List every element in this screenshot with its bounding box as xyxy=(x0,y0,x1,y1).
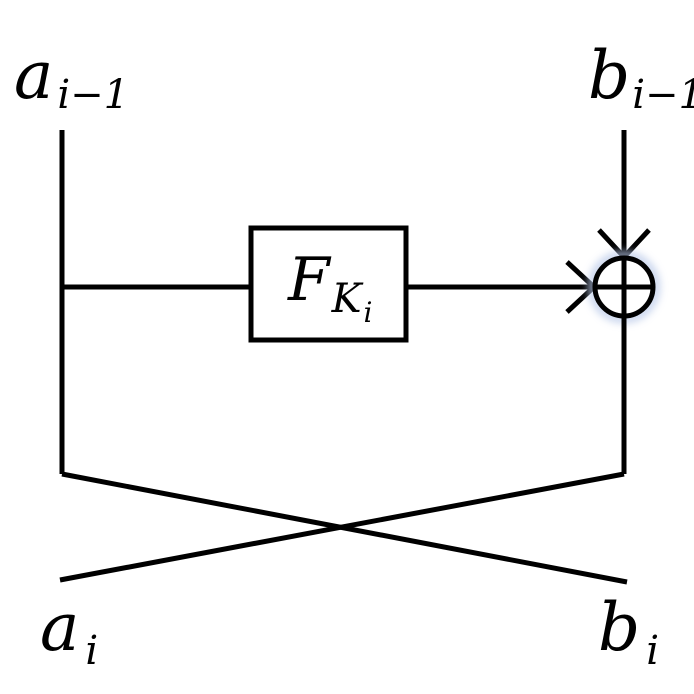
function-box xyxy=(248,225,409,343)
label-top-right: bi−1 xyxy=(588,37,694,118)
cross-line-right-to-left xyxy=(59,471,625,583)
xor-icon xyxy=(588,251,660,323)
function-label: FKi xyxy=(287,245,373,329)
